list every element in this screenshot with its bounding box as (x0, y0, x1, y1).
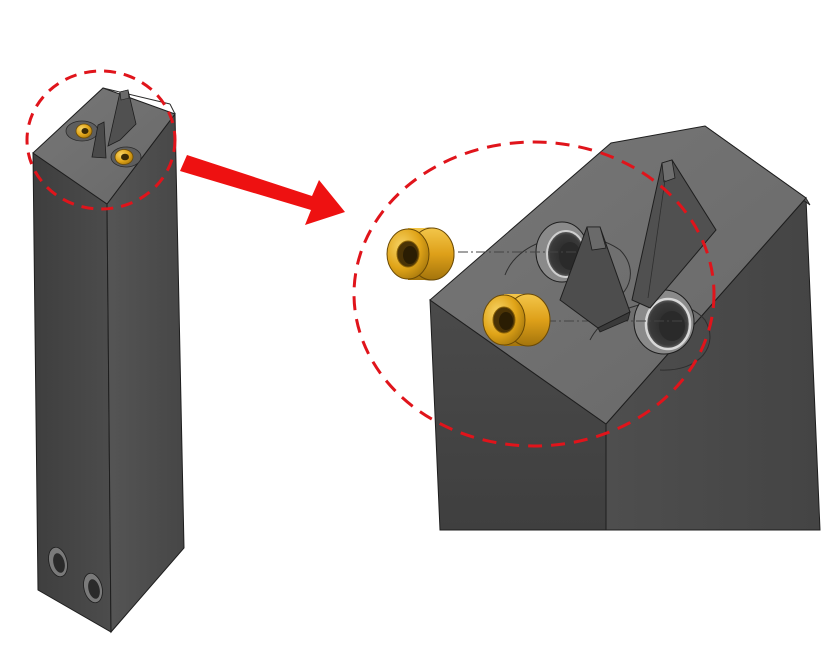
zoom-arrow (180, 155, 345, 225)
post-right-face (106, 112, 185, 634)
bushing-1 (386, 227, 455, 281)
mounting-hole-1 (48, 546, 68, 578)
blade-right (631, 159, 717, 309)
small-blade-left (91, 121, 107, 159)
blade-left (559, 226, 631, 333)
detail-view (352, 125, 821, 531)
tool-post-overview (25, 69, 185, 634)
detail-top-face (429, 125, 807, 425)
small-blade-right (107, 89, 137, 147)
small-bushing-left (75, 123, 93, 139)
bushing-2 (482, 293, 551, 347)
highlight-circle-small (25, 69, 177, 211)
mounting-hole-2 (83, 572, 103, 604)
post-front-face (32, 152, 112, 633)
small-bushing-right (114, 149, 134, 165)
highlight-circle-large (352, 140, 716, 448)
